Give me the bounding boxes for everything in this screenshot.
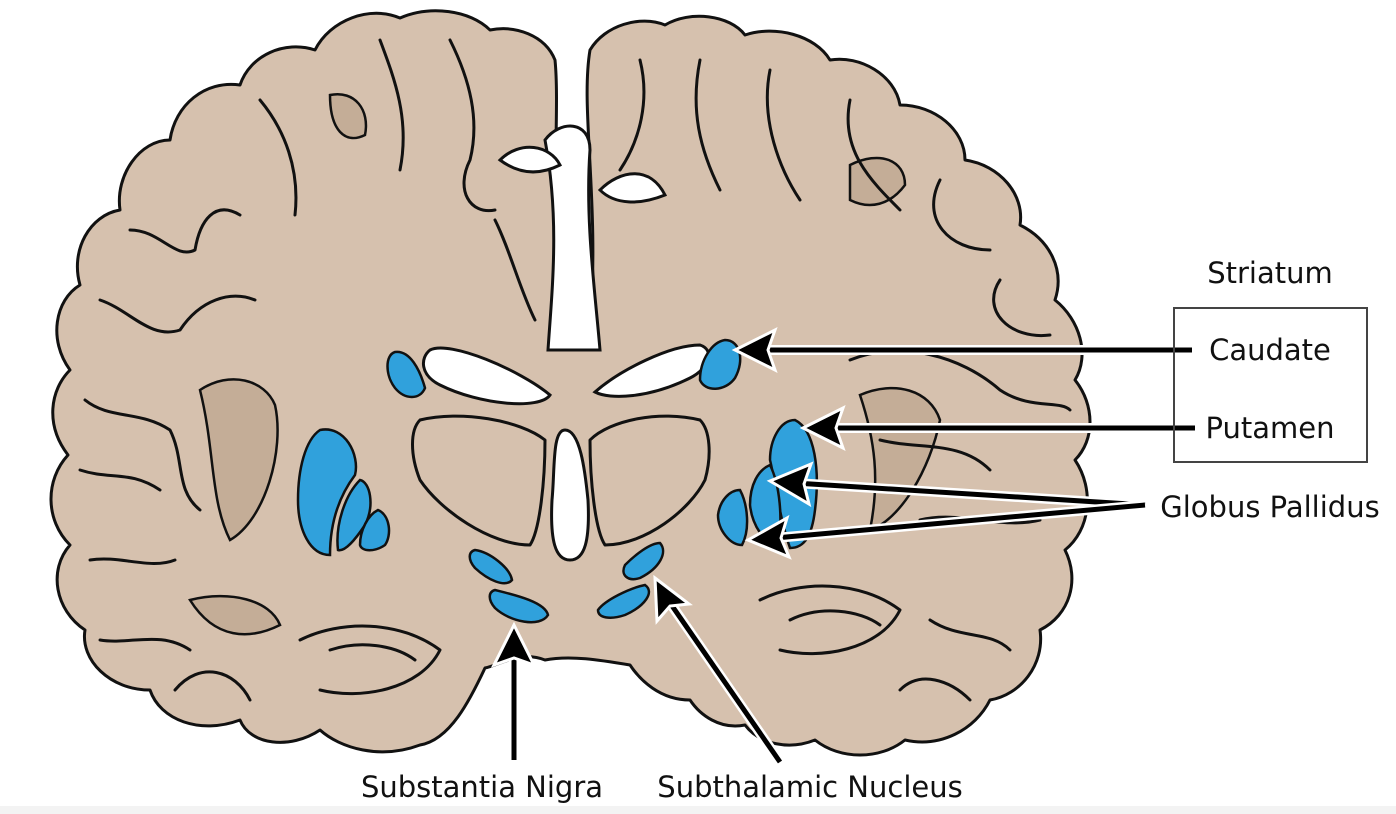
fold [98, 294, 257, 334]
substantia-nigra-arrowhead [491, 621, 537, 668]
subthalamic-nucleus-arrow-line [665, 598, 783, 764]
fold [694, 58, 722, 192]
fold [78, 468, 162, 492]
cortical-folds [78, 38, 1072, 702]
fold [493, 218, 537, 322]
longitudinal-fissure [543, 124, 602, 352]
globus-pallidus-arrowhead-upper [766, 461, 814, 508]
ventricles [421, 124, 711, 562]
globus-pallidus-arrow-line-lower [774, 502, 1146, 541]
globus-pallidus-arrow-line-upper [794, 480, 1146, 508]
fold [83, 398, 202, 512]
fold [328, 643, 417, 662]
fold [932, 178, 992, 252]
putamen-arrowhead [799, 405, 846, 451]
fold [992, 278, 1052, 338]
fold [788, 609, 882, 627]
putamen-label: Putamen [1206, 411, 1335, 445]
substantia-nigra-label: Substantia Nigra [361, 770, 603, 804]
fold [173, 670, 252, 702]
globus-pallidus-arrowhead-lower [744, 514, 792, 560]
fold [618, 58, 646, 172]
sulcus-shade-left-3 [328, 92, 368, 140]
fold [846, 98, 902, 212]
globus-pallidus-label: Globus Pallidus [1160, 490, 1379, 524]
interhemispheric-notch [497, 145, 563, 174]
striatum-bracket-box [1173, 307, 1368, 463]
left-caudate [386, 350, 427, 399]
fold [98, 637, 192, 652]
right-substantia-nigra [596, 583, 651, 619]
right-globus-pallidus-internal [716, 488, 749, 547]
fold [878, 438, 992, 472]
subthalamic-nucleus-arrowhead [653, 574, 693, 625]
sulcus-shade-left-2 [188, 594, 282, 636]
footer-strip [0, 806, 1396, 814]
left-putamen [296, 428, 358, 557]
fold [298, 624, 442, 696]
right-subthalamic-nucleus [622, 541, 665, 581]
left-globus-pallidus-internal [358, 508, 391, 552]
fold [765, 68, 802, 202]
fold [758, 584, 902, 656]
caudate-arrowhead [731, 327, 778, 373]
left-subthalamic-nucleus [468, 548, 514, 585]
fold [448, 38, 497, 213]
third-ventricle [550, 428, 590, 562]
subthalamic-nucleus-label: Subthalamic Nucleus [657, 770, 962, 804]
striatum-label: Striatum [1207, 256, 1333, 290]
pointer-arrows [491, 327, 1195, 765]
fold [378, 38, 405, 172]
fold [898, 677, 972, 702]
left-lateral-ventricle [421, 346, 552, 406]
sulcus-shade-left-1 [198, 378, 279, 542]
fold [928, 618, 1012, 652]
fold [88, 557, 177, 565]
thalamus [411, 414, 711, 547]
right-thalamus [588, 414, 711, 547]
left-substantia-nigra [488, 588, 550, 624]
left-thalamus [411, 414, 547, 547]
brain-outline [49, 9, 1092, 757]
fold [128, 208, 242, 254]
fissure-branch-right [597, 172, 668, 204]
fold [258, 98, 298, 217]
left-globus-pallidus-external [336, 478, 372, 552]
caudate-label: Caudate [1209, 333, 1331, 367]
